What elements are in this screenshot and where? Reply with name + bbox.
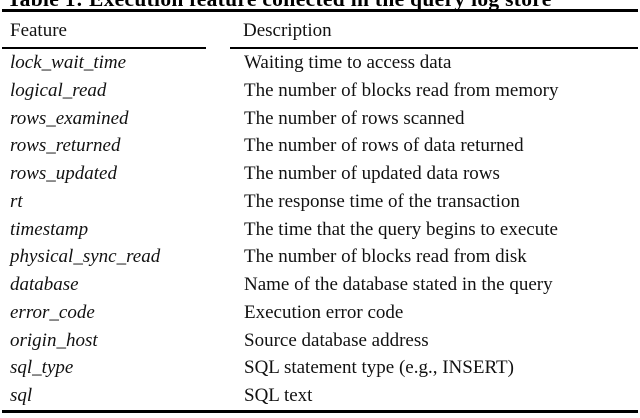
feature-cell: database	[10, 274, 79, 296]
table-row: database Name of the database stated in t…	[0, 271, 640, 299]
description-cell: The number of blocks read from disk	[244, 246, 527, 268]
table-row: lock_wait_time Waiting time to access dat…	[0, 49, 640, 77]
description-cell: Name of the database stated in the query	[244, 274, 553, 296]
table-row: origin_host Source database address	[0, 327, 640, 355]
table-top-rule	[2, 9, 638, 12]
feature-cell: lock_wait_time	[10, 52, 127, 73]
description-cell: SQL statement type (e.g., INSERT)	[244, 357, 514, 379]
description-cell: The number of rows scanned	[244, 107, 465, 129]
table-row: error_code Execution error code	[0, 299, 640, 327]
table-body: lock_wait_time Waiting time to access dat…	[0, 49, 640, 410]
feature-cell: origin_host	[10, 329, 98, 351]
feature-cell: physical_sync_read	[10, 246, 161, 268]
table-row: physical_sync_read The number of blocks r…	[0, 243, 640, 271]
feature-cell: rt	[10, 190, 23, 212]
feature-cell: timestamp	[10, 218, 89, 240]
description-cell: Execution error code	[244, 301, 404, 323]
table-bottom-rule	[2, 410, 638, 413]
table-header-row: Feature Description	[0, 14, 640, 47]
table-row: logical_read The number of blocks read fr…	[0, 77, 640, 105]
feature-cell: rows_returned	[10, 135, 121, 157]
feature-cell: rows_examined	[10, 107, 129, 129]
description-cell: The number of blocks read from memory	[244, 79, 559, 101]
table-caption: Table 1: Execution feature collected in …	[0, 0, 640, 9]
description-cell: Source database address	[244, 329, 429, 351]
description-cell: The number of updated data rows	[244, 163, 500, 185]
table-row: sql_type SQL statement type (e.g., INSERT…	[0, 354, 640, 382]
feature-cell: logical_read	[10, 79, 107, 101]
table-row: sql SQL text	[0, 382, 640, 410]
feature-cell: sql	[10, 385, 33, 407]
feature-cell: rows_updated	[10, 163, 117, 185]
table-caption-clipped-region: Table 1: Execution feature collected in …	[0, 0, 640, 9]
description-column-rule	[230, 47, 638, 49]
table-row: rows_updated The number of updated data r…	[0, 160, 640, 188]
feature-column-rule	[2, 47, 206, 49]
column-header-feature: Feature	[10, 20, 67, 41]
table-row: rows_examined The number of rows scanned	[0, 105, 640, 133]
description-cell: SQL text	[244, 385, 313, 407]
table-row: rows_returned The number of rows of data …	[0, 132, 640, 160]
description-cell: The time that the query begins to execut…	[244, 218, 558, 240]
feature-cell: error_code	[10, 301, 95, 323]
description-cell: The response time of the transaction	[244, 190, 520, 212]
feature-cell: sql_type	[10, 357, 74, 379]
table-row: rt The response time of the transaction	[0, 188, 640, 216]
description-cell: The number of rows of data returned	[244, 135, 524, 157]
column-header-description: Description	[243, 20, 332, 41]
table-row: timestamp The time that the query begins …	[0, 216, 640, 244]
description-cell: Waiting time to access data	[244, 52, 452, 73]
